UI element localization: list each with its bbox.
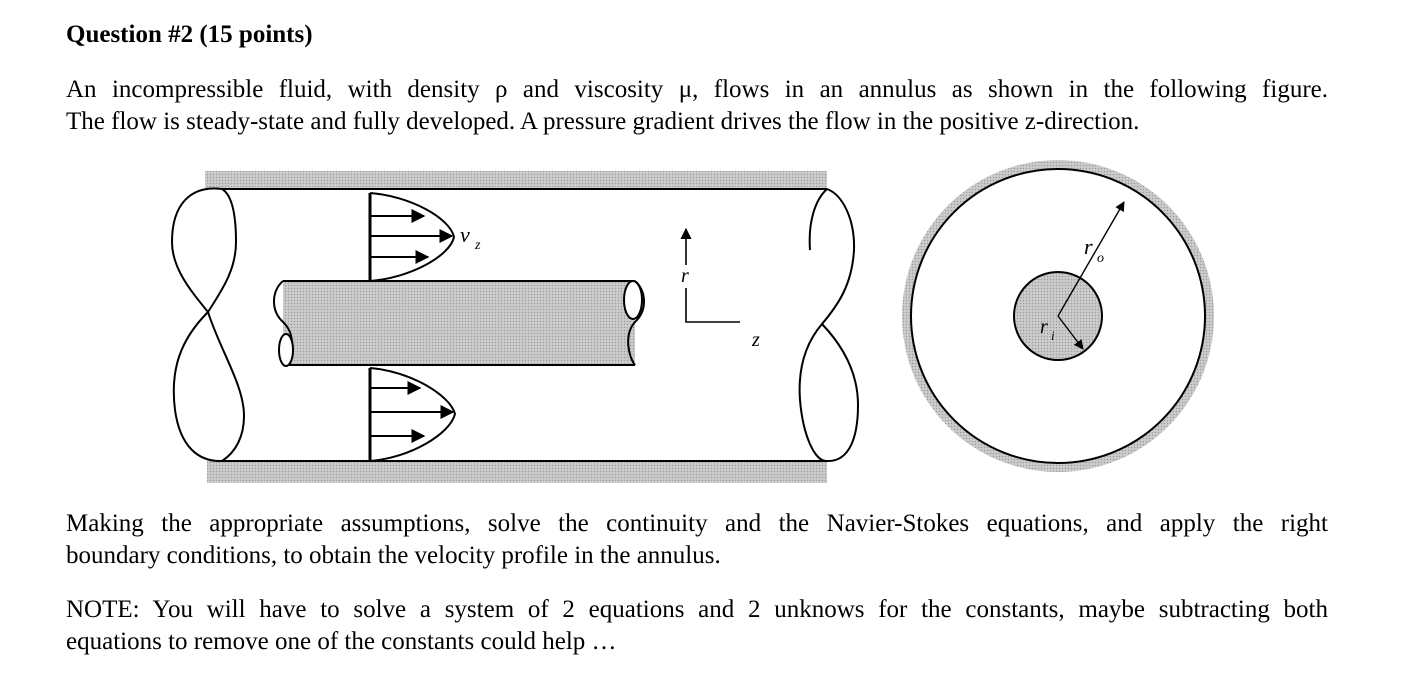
- note-statement-line-2: equations to remove one of the constants…: [66, 628, 617, 655]
- lower-velocity-profile: [368, 367, 457, 462]
- note-statement-line-1: NOTE: You will have to solve a system of…: [66, 596, 1328, 623]
- velocity-label: v: [460, 222, 470, 247]
- outer-radius-arrow: [1057, 201, 1125, 317]
- velocity-subscript: z: [474, 238, 481, 253]
- outer-radius-subscript: o: [1097, 251, 1104, 266]
- upper-velocity-profile: [368, 192, 456, 282]
- outer-radius-label: r: [1084, 234, 1093, 259]
- question-heading: Question #2 (15 points): [66, 21, 313, 48]
- annulus-figure: v z r z r o r i: [170, 160, 1214, 483]
- inner-cylinder-right-face: [623, 280, 643, 320]
- inner-radius-arrow: [1057, 315, 1084, 350]
- outer-wall-bottom: [207, 461, 827, 483]
- inner-cylinder-right-end: [627, 280, 645, 366]
- note-statement: NOTE: You will have to solve a system of…: [66, 594, 1328, 658]
- side-view: v z r z: [170, 171, 860, 483]
- inner-cylinder-left-face: [278, 333, 294, 367]
- task-statement-line-2: boundary conditions, to obtain the veloc…: [66, 542, 721, 569]
- coordinate-corner: [685, 288, 740, 323]
- outer-pipe-right-break: [798, 188, 860, 463]
- problem-statement-line-1: An incompressible fluid, with density ρ …: [66, 76, 1328, 103]
- z-axis-label: z: [751, 329, 760, 351]
- inner-radius-label: r: [1040, 316, 1048, 338]
- outer-wall-top: [205, 171, 827, 188]
- r-axis-label: r: [681, 265, 689, 287]
- inner-cylinder: [283, 281, 635, 365]
- cross-section-view: r o r i: [902, 160, 1214, 472]
- inner-radius-subscript: i: [1051, 328, 1055, 343]
- outer-pipe-left-break: [170, 187, 246, 463]
- task-statement: Making the appropriate assumptions, solv…: [66, 508, 1328, 572]
- problem-statement-line-2: The flow is steady-state and fully devel…: [66, 108, 1140, 135]
- task-statement-line-1: Making the appropriate assumptions, solv…: [66, 510, 1328, 537]
- problem-statement: An incompressible fluid, with density ρ …: [66, 74, 1328, 138]
